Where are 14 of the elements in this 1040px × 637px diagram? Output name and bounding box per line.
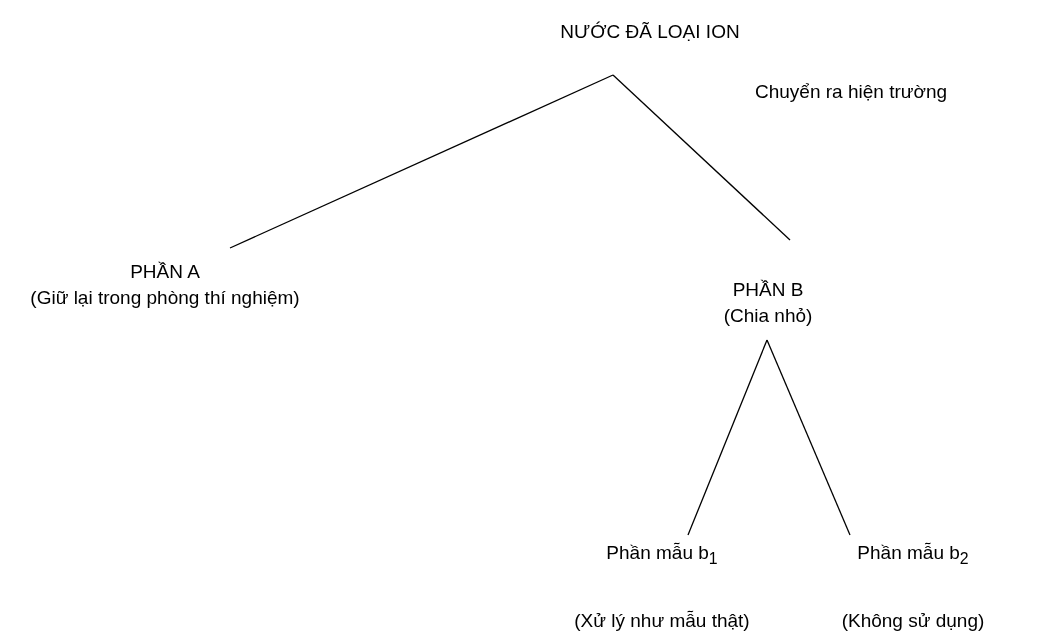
connector-line (229, 74, 614, 249)
node-note: (Không sử dụng) (841, 608, 985, 633)
node-title: PHẦN A (130, 260, 200, 284)
connector-line (687, 339, 768, 536)
connector-line (766, 339, 851, 536)
connector-line (612, 74, 791, 241)
note-label: Chuyển ra hiện trường (755, 80, 948, 104)
node-title: Phần mẫu b$_{1}$ (606, 541, 718, 569)
node-title: PHẦN B (732, 278, 804, 302)
node-title: Phần mẫu b$_{2}$ (857, 541, 969, 569)
node-title: NƯỚC ĐÃ LOẠI ION (560, 20, 740, 44)
node-note: (Chia nhỏ) (723, 304, 813, 328)
node-note: (Giữ lại trong phòng thí nghiệm) (30, 286, 300, 310)
node-note: (Xử lý như mẫu thật) (574, 608, 750, 633)
